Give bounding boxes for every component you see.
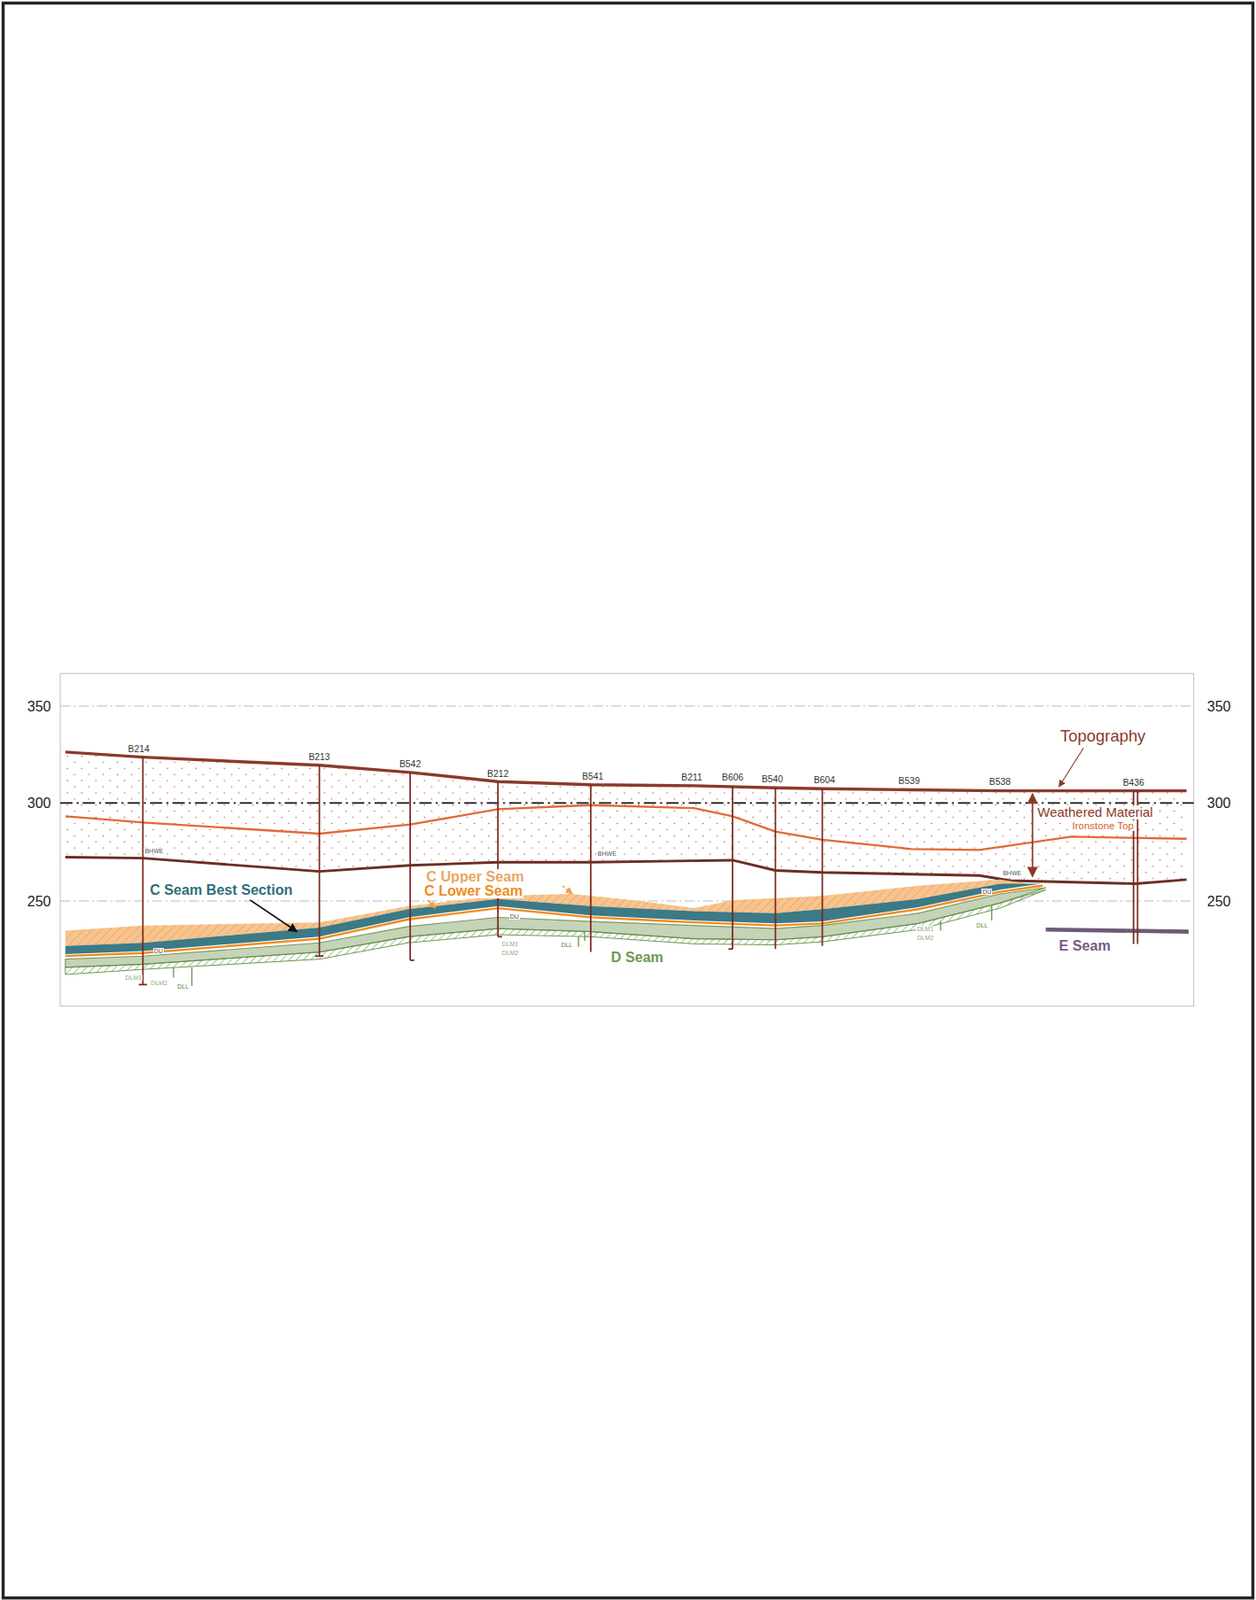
leader-line (249, 899, 297, 932)
ironstone-top-line (65, 805, 1187, 851)
callout-label: Weathered Material (1036, 805, 1154, 820)
borehole-id: B539 (898, 776, 920, 787)
seam-label: E Seam (1058, 938, 1112, 954)
borehole-line (315, 765, 324, 956)
axis-value: 250 (27, 893, 52, 909)
axis-value: 300 (27, 795, 52, 811)
axis-value: 350 (27, 698, 52, 714)
weathered-zone (65, 752, 1187, 884)
axis-value: 300 (1207, 795, 1232, 811)
horizon-code: DU (981, 888, 993, 895)
axis-value: 250 (1207, 893, 1232, 909)
borehole-id: B538 (989, 777, 1011, 788)
seam-label: C Seam Best Section (148, 882, 294, 898)
leader-line (1059, 747, 1085, 787)
boreholes (139, 757, 1139, 985)
horizon-code: DLM2 (915, 934, 935, 941)
borehole-id: B604 (814, 775, 836, 786)
weathering-base-line (65, 857, 1187, 884)
tick (940, 906, 993, 931)
grid-line (60, 705, 1194, 706)
seam-ticks (173, 906, 993, 986)
horizon-code: BHWE (1001, 869, 1023, 877)
borehole-line (139, 757, 148, 985)
horizon-code: DU (153, 947, 164, 954)
borehole-id: B540 (761, 775, 784, 785)
borehole-line (497, 781, 503, 937)
seam-label: D Seam (610, 949, 665, 965)
datum-line (60, 802, 1194, 805)
axis-value: 350 (1207, 698, 1232, 714)
leader-line (427, 899, 436, 908)
borehole-line (775, 787, 777, 949)
topography-line (65, 752, 1187, 791)
horizon-code: DLM1 (124, 974, 144, 981)
horizon-code: DLL (559, 941, 574, 948)
borehole-id: B606 (721, 773, 744, 784)
borehole-line (728, 785, 733, 949)
borehole-id: B214 (128, 744, 150, 755)
borehole-line (821, 788, 824, 946)
horizon-code: DLM1 (915, 925, 935, 932)
d-seam-lower (65, 889, 1047, 975)
callout-label: Ironstone Top (1071, 820, 1135, 831)
borehole-id: B213 (308, 752, 330, 763)
horizon-code: DLM2 (501, 949, 520, 956)
page-border (3, 2, 1254, 1598)
callout-label: Topography (1060, 727, 1146, 745)
e-seam (1046, 927, 1189, 934)
leader-line (562, 885, 574, 894)
seam-label: C Upper Seam (425, 868, 525, 884)
borehole-line (410, 772, 415, 961)
horizon-code: DLM2 (149, 979, 169, 986)
borehole-id: B212 (487, 769, 509, 780)
borehole-id: B541 (581, 772, 604, 783)
horizon-code: DLM1 (501, 940, 520, 947)
borehole-id: B542 (399, 759, 421, 770)
borehole-id: B436 (1123, 778, 1145, 789)
horizon-code: DLL (975, 922, 989, 929)
horizon-code: BHWE (143, 847, 164, 854)
horizon-code: BHWE (596, 850, 618, 857)
borehole-line (589, 784, 592, 953)
seam-label: C Lower Seam (423, 883, 524, 899)
tick (578, 930, 585, 946)
borehole-id: B211 (681, 773, 702, 784)
horizon-code: DLL (176, 983, 190, 990)
chart-frame (60, 673, 1194, 1006)
thickness-arrow (1031, 793, 1034, 877)
horizon-code: DU (509, 913, 520, 920)
